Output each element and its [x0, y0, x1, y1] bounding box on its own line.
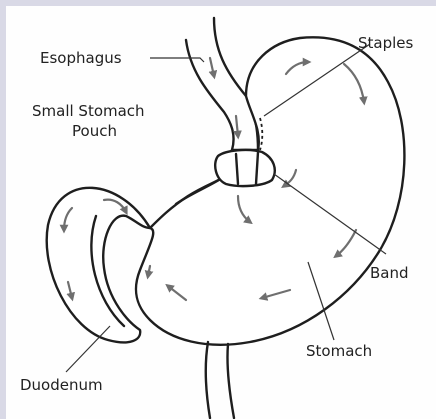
duodenum-label: Duodenum	[20, 376, 103, 394]
band-shape	[215, 150, 275, 186]
flow-arrow	[210, 58, 214, 76]
staples-label: Staples	[358, 34, 414, 52]
intestine-tube-right	[227, 344, 234, 418]
duodenum-leader	[66, 326, 110, 372]
flow-arrow	[236, 116, 238, 136]
duodenum-shape	[47, 188, 150, 343]
esophagus-label: Esophagus	[40, 49, 122, 67]
small-stomach-pouch-label-line2: Pouch	[72, 122, 117, 140]
intestine-tube-left	[206, 342, 210, 418]
band-label: Band	[370, 264, 409, 282]
esophagus-shape	[186, 40, 234, 150]
stomach-shape	[136, 37, 405, 344]
esophagus-leader	[150, 58, 204, 62]
small-stomach-pouch-label-line1: Small Stomach	[32, 102, 145, 120]
stomach-label: Stomach	[306, 342, 372, 360]
